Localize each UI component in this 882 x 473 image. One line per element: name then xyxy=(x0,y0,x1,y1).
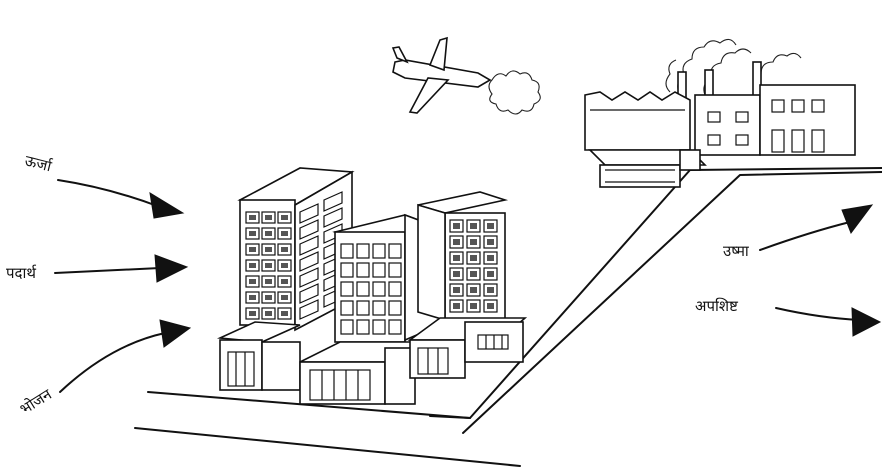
window xyxy=(341,282,353,296)
window-pane xyxy=(470,303,477,309)
window-pane xyxy=(487,239,494,245)
window-pane xyxy=(249,263,256,268)
window-pane xyxy=(470,239,477,245)
window xyxy=(341,263,353,277)
window-pane xyxy=(281,295,288,300)
window xyxy=(357,320,369,334)
window xyxy=(373,244,385,258)
window-pane xyxy=(281,263,288,268)
window xyxy=(373,320,385,334)
window xyxy=(357,301,369,315)
window-pane xyxy=(265,215,272,220)
window xyxy=(341,301,353,315)
window-pane xyxy=(470,271,477,277)
window-pane xyxy=(265,263,272,268)
window-pane xyxy=(265,311,272,316)
window-pane xyxy=(265,295,272,300)
label-heat: उष्मा xyxy=(723,242,750,260)
window-pane xyxy=(470,287,477,293)
window-pane xyxy=(249,231,256,236)
window-pane xyxy=(470,223,477,229)
window-pane xyxy=(265,247,272,252)
window-pane xyxy=(470,255,477,261)
window-pane xyxy=(453,255,460,261)
window xyxy=(389,301,401,315)
window-pane xyxy=(249,247,256,252)
window xyxy=(373,301,385,315)
window xyxy=(373,282,385,296)
window xyxy=(357,282,369,296)
arrow-food xyxy=(60,320,190,392)
window xyxy=(357,263,369,277)
arrow-heat xyxy=(760,205,872,250)
label-waste: अपशिष्ट xyxy=(695,297,738,315)
label-matter: पदार्थ xyxy=(6,264,37,282)
window-pane xyxy=(487,255,494,261)
window-pane xyxy=(249,215,256,220)
airplane-icon xyxy=(393,38,540,114)
window-pane xyxy=(453,239,460,245)
window-pane xyxy=(281,279,288,284)
window-pane xyxy=(487,287,494,293)
window xyxy=(341,320,353,334)
window-pane xyxy=(265,279,272,284)
arrow-matter xyxy=(55,255,187,282)
window xyxy=(389,320,401,334)
window-pane xyxy=(249,295,256,300)
window xyxy=(389,244,401,258)
arrow-waste xyxy=(776,308,880,336)
window-pane xyxy=(249,279,256,284)
window xyxy=(341,244,353,258)
window-pane xyxy=(249,311,256,316)
window-pane xyxy=(487,271,494,277)
window-pane xyxy=(281,231,288,236)
window-pane xyxy=(265,231,272,236)
window-pane xyxy=(453,271,460,277)
arrow-energy xyxy=(58,180,183,218)
window-pane xyxy=(281,215,288,220)
factory-icon xyxy=(585,39,855,187)
label-energy: ऊर्जा xyxy=(23,151,54,175)
window xyxy=(389,263,401,277)
window-pane xyxy=(453,287,460,293)
label-food: भोजन xyxy=(17,385,56,419)
window-pane xyxy=(281,311,288,316)
window-pane xyxy=(453,303,460,309)
window-pane xyxy=(487,303,494,309)
window-pane xyxy=(281,247,288,252)
window-pane xyxy=(487,223,494,229)
window xyxy=(373,263,385,277)
window xyxy=(357,244,369,258)
window-pane xyxy=(453,223,460,229)
window xyxy=(389,282,401,296)
